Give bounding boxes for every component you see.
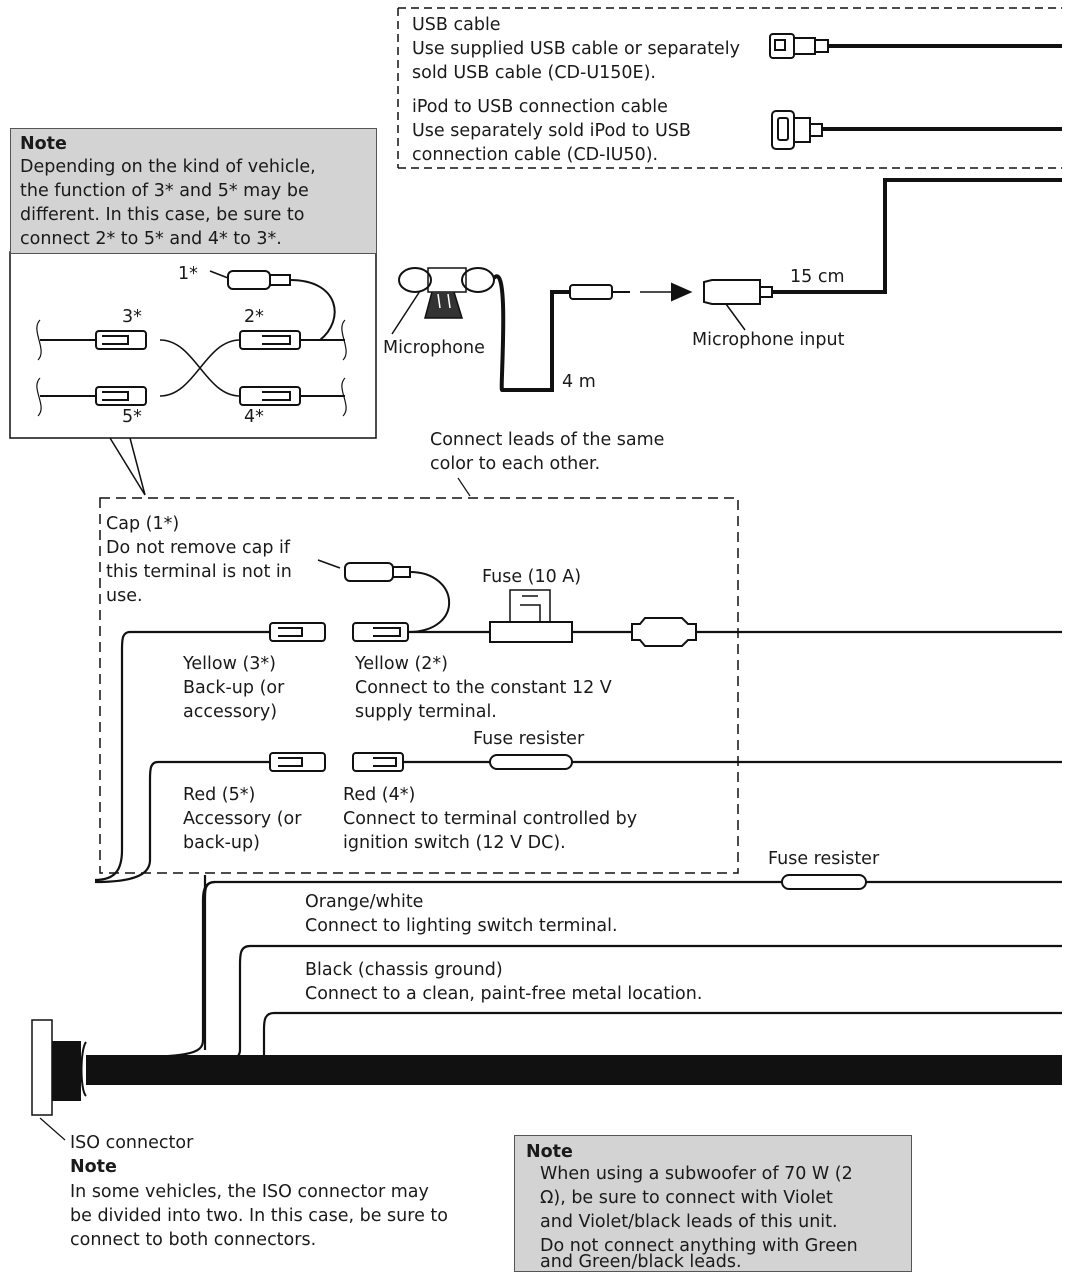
note-bottom-line: and Green/black leads. — [540, 1252, 742, 1272]
usb-cable-title: USB cable — [412, 15, 501, 35]
microphone-label: Microphone — [383, 338, 485, 358]
fuse-resister-orange-icon — [781, 874, 867, 890]
connect-same-color-line1: Connect leads of the same — [430, 430, 665, 450]
note-top-line: connect 2* to 5* and 4* to 3*. — [20, 229, 282, 249]
inset-terminal-2-icon — [239, 330, 301, 350]
cap-line2: this terminal is not in — [106, 562, 292, 582]
usb-cable-line2: sold USB cable (CD-U150E). — [412, 63, 656, 83]
note-bottom-heading: Note — [526, 1142, 573, 1162]
red-5-terminal-icon — [269, 752, 326, 772]
red5-line3: back-up) — [183, 833, 260, 853]
inset-cap-icon — [227, 270, 291, 290]
microphone-icon — [398, 267, 495, 319]
iso-note-line: be divided into two. In this case, be su… — [70, 1206, 448, 1226]
red-4-terminal-icon — [352, 752, 404, 772]
red5-line2: Accessory (or — [183, 809, 302, 829]
note-bottom-line: When using a subwoofer of 70 W (2 — [540, 1164, 853, 1184]
fuse-10a-icon — [489, 589, 573, 643]
note-bottom-line: and Violet/black leads of this unit. — [540, 1212, 838, 1232]
yellow3-line1: Yellow (3*) — [183, 654, 276, 674]
yellow2-line2: Connect to the constant 12 V — [355, 678, 612, 698]
note-top-heading: Note — [20, 134, 67, 154]
cap-title: Cap (1*) — [106, 514, 180, 534]
iso-connector-label: ISO connector — [70, 1133, 194, 1153]
mic-input-length: 15 cm — [790, 267, 845, 287]
inset-label-5: 5* — [122, 407, 142, 427]
mic-input-jack-icon — [703, 279, 773, 305]
inset-label-3: 3* — [122, 307, 142, 327]
note-top-box — [10, 128, 377, 254]
iso-note-line: In some vehicles, the ISO connector may — [70, 1182, 429, 1202]
note-top-line: the function of 3* and 5* may be — [20, 181, 309, 201]
iso-note-line: connect to both connectors. — [70, 1230, 317, 1250]
yellow3-line2: Back-up (or — [183, 678, 285, 698]
iso-note-heading: Note — [70, 1157, 117, 1177]
inset-label-1: 1* — [178, 264, 198, 284]
orange-line1: Orange/white — [305, 892, 424, 912]
note-top-line: Depending on the kind of vehicle, — [20, 157, 316, 177]
ipod-cable-line2: connection cable (CD-IU50). — [412, 145, 659, 165]
red4-line2: Connect to terminal controlled by — [343, 809, 638, 829]
ipod-connector-icon — [771, 110, 823, 150]
black-line1: Black (chassis ground) — [305, 960, 503, 980]
usb-cable-line1: Use supplied USB cable or separately — [412, 39, 740, 59]
yellow2-line3: supply terminal. — [355, 702, 497, 722]
cap-terminal-icon — [344, 562, 411, 582]
red5-line1: Red (5*) — [183, 785, 256, 805]
yellow-2-terminal-icon — [352, 622, 409, 642]
note-bottom-line: Ω), be sure to connect with Violet — [540, 1188, 833, 1208]
fuse-10a-label: Fuse (10 A) — [482, 567, 582, 587]
inset-label-4: 4* — [244, 407, 264, 427]
mic-input-label: Microphone input — [692, 330, 845, 350]
ipod-cable-title: iPod to USB connection cable — [412, 97, 668, 117]
yellow3-line3: accessory) — [183, 702, 278, 722]
usb-connector-icon — [769, 33, 829, 59]
note-bottom-line: Do not connect anything with Green — [540, 1236, 858, 1256]
inline-fuse-holder-icon — [631, 617, 697, 647]
note-bottom-box — [514, 1135, 912, 1272]
inset-terminal-5-icon — [95, 386, 147, 406]
cap-line3: use. — [106, 586, 143, 606]
black-line2: Connect to a clean, paint-free metal loc… — [305, 984, 703, 1004]
connect-same-color-line2: color to each other. — [430, 454, 601, 474]
fuse-resister-label-2: Fuse resister — [768, 849, 880, 869]
fuse-resister-label-1: Fuse resister — [473, 729, 585, 749]
yellow2-line1: Yellow (2*) — [355, 654, 448, 674]
mic-cable-length: 4 m — [562, 372, 596, 392]
inset-label-2: 2* — [244, 307, 264, 327]
mic-plug-icon — [569, 284, 630, 300]
fuse-resister-red-icon — [489, 754, 573, 770]
red4-line3: ignition switch (12 V DC). — [343, 833, 566, 853]
note-top-line: different. In this case, be sure to — [20, 205, 305, 225]
inset-terminal-4-icon — [239, 386, 301, 406]
orange-line2: Connect to lighting switch terminal. — [305, 916, 618, 936]
yellow-3-terminal-icon — [269, 622, 326, 642]
cap-line1: Do not remove cap if — [106, 538, 291, 558]
ipod-cable-line1: Use separately sold iPod to USB — [412, 121, 691, 141]
iso-connector-icon — [31, 1019, 81, 1116]
inset-terminal-3-icon — [95, 330, 147, 350]
red4-line1: Red (4*) — [343, 785, 416, 805]
